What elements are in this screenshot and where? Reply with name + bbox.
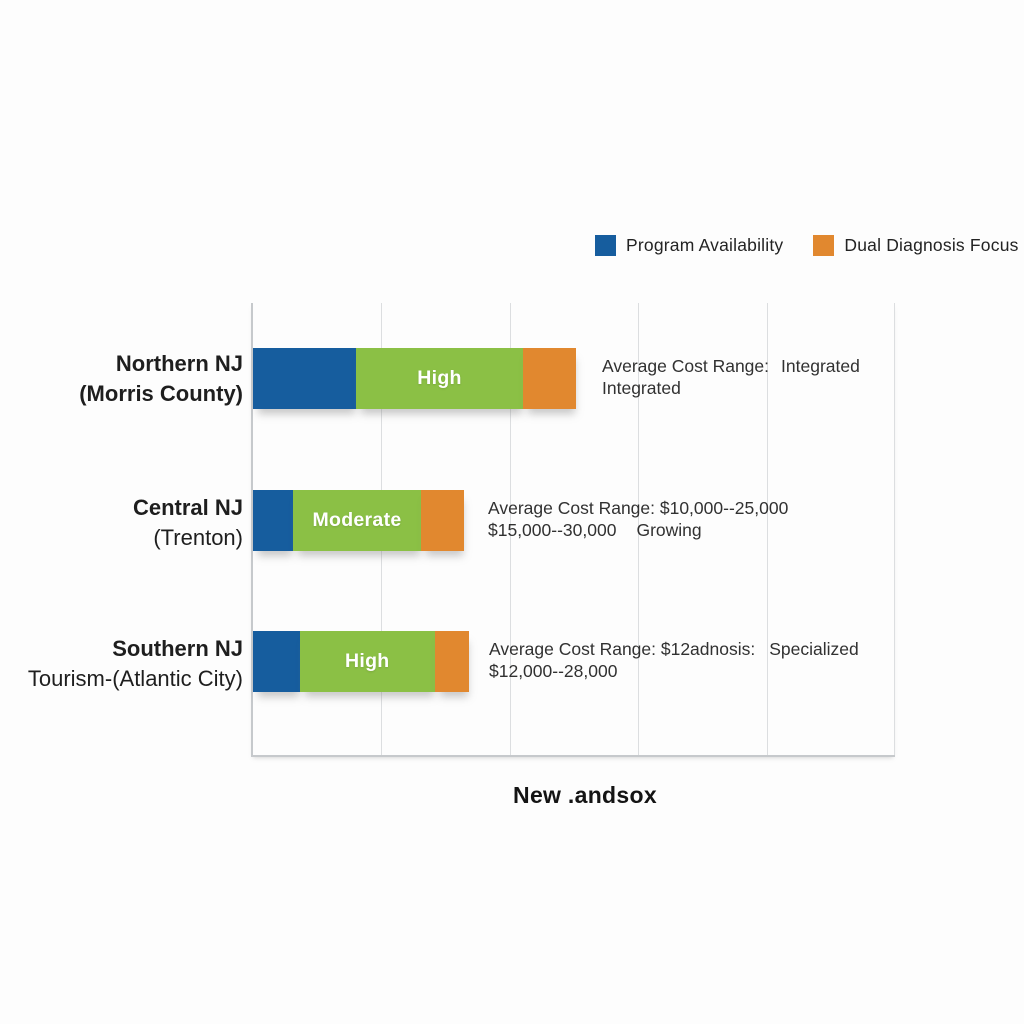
annotation-line: Average Cost Range: $12adnosis: Specializ… xyxy=(489,638,859,660)
annotation-text: $12,000--28,000 xyxy=(489,661,618,681)
bar-segment-program-availability xyxy=(253,348,356,409)
annotation-line: $15,000--30,000 Growing xyxy=(488,519,808,541)
bar-segment-program-availability xyxy=(253,490,293,551)
category-label-southern-nj: Southern NJ Tourism-(Atlantic City) xyxy=(0,634,243,693)
bar-value-label: High xyxy=(345,650,390,672)
annotation-text: Integrated xyxy=(781,356,860,376)
annotation-line: Average Cost Range: Integrated xyxy=(602,355,860,377)
bar-segment-middle: Moderate xyxy=(292,490,422,551)
annotation-southern-nj: Average Cost Range: $12adnosis: Specializ… xyxy=(489,638,859,682)
bar-value-label: High xyxy=(417,367,462,389)
annotation-text: Average Cost Range: $12adnosis: xyxy=(489,639,756,659)
legend-swatch-orange-icon xyxy=(813,235,835,256)
annotation-line: Average Cost Range: $10,000--25,000 xyxy=(488,497,808,519)
legend-label: Dual Diagnosis Focus xyxy=(844,235,1019,255)
gridline xyxy=(509,303,511,755)
annotation-text: $15,000--30,000 xyxy=(488,520,617,540)
category-label-central-nj: Central NJ (Trenton) xyxy=(0,493,243,552)
bar-central-nj: Moderate xyxy=(253,490,895,551)
bar-segment-dual-diagnosis-focus xyxy=(523,348,576,409)
legend-label: Program Availability xyxy=(626,235,784,255)
bar-value-label: Moderate xyxy=(312,509,402,531)
category-label-line1: Southern NJ xyxy=(112,636,243,661)
category-label-northern-nj: Northern NJ (Morris County) xyxy=(0,349,243,408)
gridline xyxy=(638,303,640,755)
annotation-text: Average Cost Range: xyxy=(602,356,770,376)
x-axis-title: New .andsox xyxy=(513,782,657,808)
category-label-line1: Central NJ xyxy=(132,495,243,520)
annotation-text: Average Cost Range: $10,000--25,000 xyxy=(488,498,789,518)
annotation-line: $12,000--28,000 xyxy=(489,660,859,682)
gridline xyxy=(894,303,895,755)
category-label-line1: Northern NJ xyxy=(115,351,243,376)
bar-segment-middle: High xyxy=(299,631,435,692)
bar-segment-dual-diagnosis-focus xyxy=(434,631,470,692)
annotation-line: Integrated xyxy=(602,377,860,399)
legend-item-program-availability: Program Availability xyxy=(595,235,783,256)
bar-segment-program-availability xyxy=(253,631,300,692)
legend-item-dual-diagnosis-focus: Dual Diagnosis Focus xyxy=(813,235,1018,256)
bar-southern-nj: High xyxy=(253,631,895,692)
gridline xyxy=(766,303,768,755)
plot-area: High Moderate High xyxy=(251,303,895,757)
legend: Program Availability Dual Diagnosis Focu… xyxy=(595,235,1019,256)
annotation-central-nj: Average Cost Range: $10,000--25,000 $15,… xyxy=(488,497,808,541)
annotation-northern-nj: Average Cost Range:Integrated Integrated xyxy=(602,355,860,399)
category-label-line2: (Morris County) xyxy=(79,380,243,406)
annotation-text: Integrated xyxy=(602,378,681,398)
bar-northern-nj: High xyxy=(253,348,895,409)
bar-segment-dual-diagnosis-focus xyxy=(421,490,465,551)
annotation-text: Specialized xyxy=(769,639,859,659)
annotation-text: Growing xyxy=(636,520,702,540)
bar-segment-middle: High xyxy=(355,348,524,409)
category-label-line2: (Trenton) xyxy=(153,524,243,550)
category-label-line2: Tourism-(Atlantic City) xyxy=(27,665,243,691)
legend-swatch-blue-icon xyxy=(595,235,616,256)
